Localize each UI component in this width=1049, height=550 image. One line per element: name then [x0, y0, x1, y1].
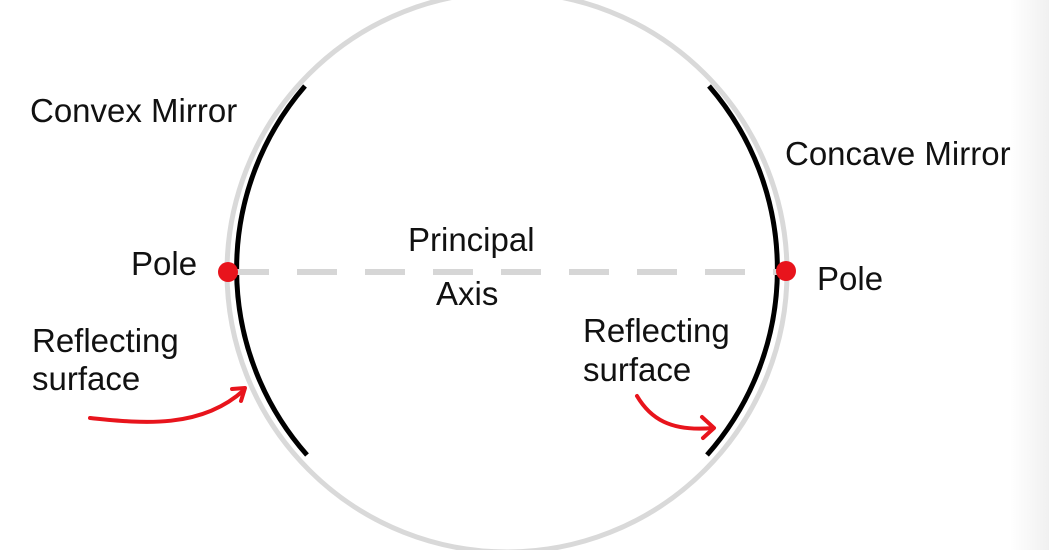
pole-right-label: Pole — [817, 260, 884, 297]
reflecting-surface-left-line1: Reflecting — [32, 322, 179, 359]
concave-mirror-label: Concave Mirror — [785, 135, 1011, 172]
pole-right-dot — [776, 261, 796, 281]
pole-left-label: Pole — [131, 245, 198, 282]
convex-mirror-label: Convex Mirror — [30, 92, 238, 129]
reflecting-surface-arrow-left — [88, 386, 247, 424]
principal-label: Principal — [408, 221, 535, 258]
reflecting-surface-left-line2: surface — [32, 360, 141, 397]
reflecting-surface-right-line2: surface — [583, 351, 692, 388]
page-edge-shadow — [1009, 0, 1049, 550]
axis-label: Axis — [436, 275, 499, 312]
pole-left-dot — [218, 262, 238, 282]
reflecting-surface-right-line1: Reflecting — [583, 312, 730, 349]
reflecting-surface-arrow-right — [635, 394, 716, 440]
